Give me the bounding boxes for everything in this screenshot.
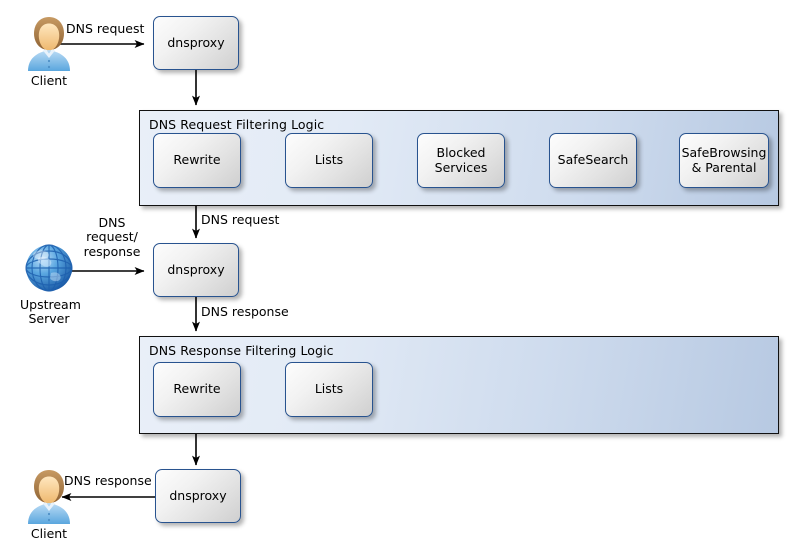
client-top-caption: Client <box>30 73 68 88</box>
dnsproxy-top[interactable]: dnsproxy <box>153 16 239 70</box>
user-avatar-icon <box>28 470 70 524</box>
response-panel-title: DNS Response Filtering Logic <box>149 343 334 358</box>
label-upstream-exchange: DNS request/ response <box>83 215 141 259</box>
response-filtering-panel: DNS Response Filtering Logic <box>139 336 779 434</box>
dnsproxy-bottom[interactable]: dnsproxy <box>155 469 241 523</box>
globe-icon <box>25 244 73 292</box>
user-avatar-icon <box>28 17 70 71</box>
stage-lists-response[interactable]: Lists <box>285 362 373 417</box>
label-request-panel-to-dnsproxy: DNS request <box>201 212 280 227</box>
stage-safesearch[interactable]: SafeSearch <box>549 133 637 188</box>
label-dnsproxy-to-response-panel: DNS response <box>201 304 289 319</box>
client-top: Client <box>21 14 77 92</box>
stage-rewrite-response[interactable]: Rewrite <box>153 362 241 417</box>
client-bottom: Client <box>21 467 77 545</box>
stage-safebrowsing-parental[interactable]: SafeBrowsing & Parental <box>679 133 769 188</box>
label-dnsproxy-to-client: DNS response <box>64 473 152 488</box>
request-panel-title: DNS Request Filtering Logic <box>149 117 325 132</box>
stage-blocked-services[interactable]: Blocked Services <box>417 133 505 188</box>
stage-rewrite-request[interactable]: Rewrite <box>153 133 241 188</box>
client-bottom-caption: Client <box>30 526 68 541</box>
label-client-to-dnsproxy: DNS request <box>66 21 145 36</box>
dnsproxy-middle[interactable]: dnsproxy <box>153 243 239 297</box>
stage-lists-request[interactable]: Lists <box>285 133 373 188</box>
upstream-server: Upstream Server <box>20 240 81 327</box>
upstream-server-caption: Upstream Server <box>20 297 81 327</box>
